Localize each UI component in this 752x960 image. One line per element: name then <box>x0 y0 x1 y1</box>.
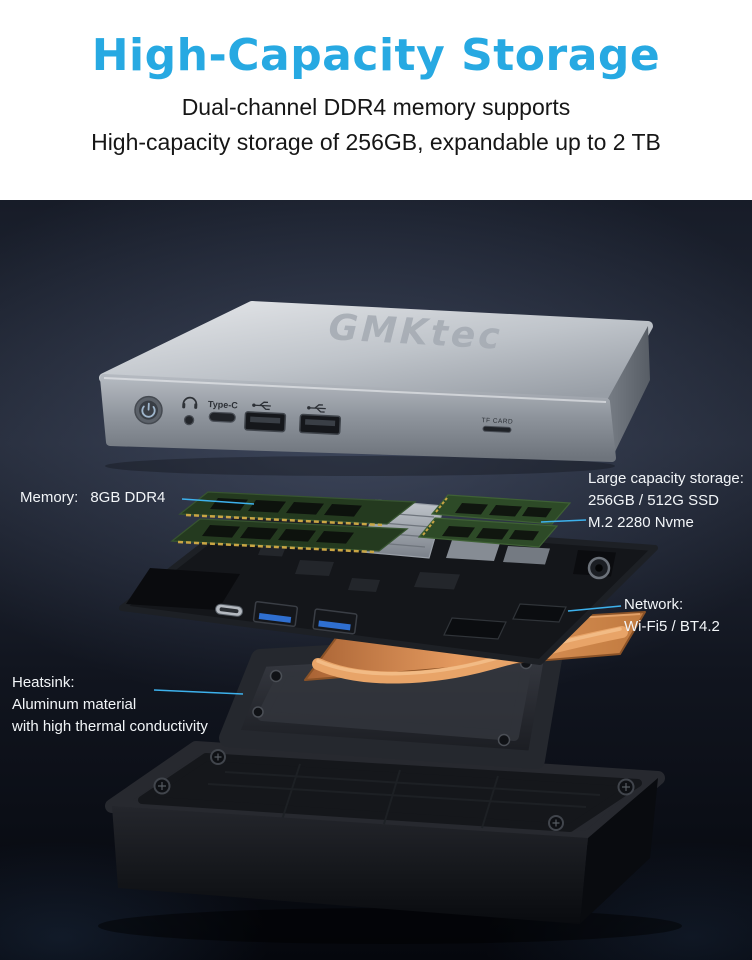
board-components <box>258 545 460 592</box>
usb-a-port <box>312 608 358 635</box>
ram-stick <box>178 491 417 527</box>
type-c-label: Type-C <box>208 399 239 410</box>
callout-storage: Large capacity storage: 256GB / 512G SSD… <box>588 468 744 534</box>
bottom-case <box>98 741 682 944</box>
page-title: High-Capacity Storage <box>91 30 661 81</box>
header: High-Capacity Storage Dual-channel DDR4 … <box>0 0 752 200</box>
front-edge-highlight <box>103 377 607 403</box>
case-ribs <box>207 763 601 829</box>
heatsink-leader-line <box>153 689 244 695</box>
callout-network: Network: Wi-Fi5 / BT4.2 <box>624 594 720 638</box>
ssd-stick <box>430 494 572 525</box>
callout-heatsink: Heatsink: Aluminum material with high th… <box>12 672 208 738</box>
screw-hole <box>617 778 635 796</box>
rf-shield <box>503 546 550 565</box>
ssd-modules <box>418 494 572 548</box>
callout-network-line-1: Network: <box>624 596 684 613</box>
callout-heatsink-line-2: Aluminum material <box>12 696 137 713</box>
usb-a-port <box>244 411 287 433</box>
callout-heatsink-line-1: Heatsink: <box>12 674 75 691</box>
brand-logo: GMKtec <box>328 307 504 358</box>
ram-modules <box>170 491 417 554</box>
floor-shadow <box>98 908 682 944</box>
screw-hole <box>153 777 171 795</box>
callout-storage-line-3: M.2 2280 Nvme <box>588 514 694 531</box>
device-side-face <box>606 326 650 458</box>
tf-card-label: TF CARD <box>481 417 513 426</box>
memory-leader-line <box>181 498 255 505</box>
exploded-view-illustration: GMKtec Type-C <box>98 301 682 944</box>
screw-hole <box>210 749 226 765</box>
dc-jack <box>573 550 616 580</box>
device-shadow <box>105 456 615 476</box>
tf-card-slot <box>482 425 512 433</box>
case-front-face <box>112 806 588 924</box>
callout-storage-line-1: Large capacity storage: <box>588 470 744 487</box>
screw-hole <box>548 815 564 831</box>
front-panel: Type-C TF CARD <box>134 395 513 436</box>
subtitle-line-2: High-capacity storage of 256GB, expandab… <box>91 129 661 155</box>
usb-icon <box>252 401 271 411</box>
mini-pc-body: GMKtec Type-C <box>99 301 653 476</box>
board-front-ports <box>215 600 358 635</box>
callout-leader-lines <box>153 498 622 695</box>
usb-a-port <box>252 600 299 628</box>
type-c-port <box>208 411 236 423</box>
callout-memory-value: 8GB DDR4 <box>90 489 166 506</box>
callout-memory: Memory: 8GB DDR4 <box>20 487 165 509</box>
headphone-icon <box>182 396 198 409</box>
headphone-jack <box>183 414 195 426</box>
subtitle-line-1: Dual-channel DDR4 memory supports <box>181 94 571 120</box>
callout-network-line-2: Wi-Fi5 / BT4.2 <box>624 618 720 635</box>
case-side-face <box>580 778 658 924</box>
callout-heatsink-line-3: with high thermal conductivity <box>12 718 208 735</box>
power-button <box>134 395 163 425</box>
network-leader-line <box>567 605 622 612</box>
rf-shield <box>446 540 500 561</box>
callout-memory-label: Memory: <box>20 489 79 506</box>
product-scene: GMKtec Type-C <box>0 200 752 960</box>
motherboard <box>119 515 658 665</box>
usb-c-port <box>215 603 243 617</box>
callout-storage-line-2: 256GB / 512G SSD <box>588 492 719 509</box>
storage-leader-line <box>540 519 587 523</box>
board-bracket <box>126 568 240 610</box>
video-port <box>443 617 507 640</box>
video-port <box>512 603 567 623</box>
